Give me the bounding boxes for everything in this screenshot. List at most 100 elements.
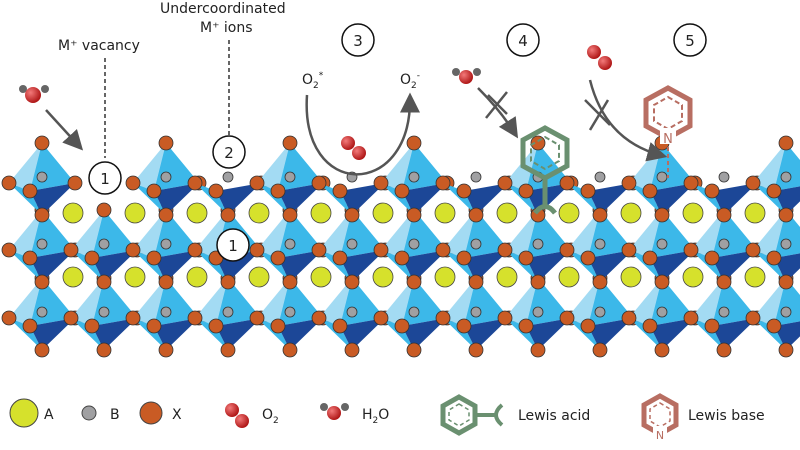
octahedron-face xyxy=(505,250,538,282)
x-site-atom xyxy=(282,274,298,290)
x-site-atom xyxy=(394,183,410,199)
x-site-atom xyxy=(34,207,50,223)
marker-1a: 1 xyxy=(88,161,122,195)
svg-text:3: 3 xyxy=(353,32,363,50)
x-site-atom xyxy=(220,342,236,358)
x-site-atom xyxy=(716,274,732,290)
x-site-atom xyxy=(282,135,298,151)
x-site-atom xyxy=(22,250,38,266)
b-site-atom xyxy=(98,306,110,318)
x-site-atom xyxy=(394,250,410,266)
octahedron-face xyxy=(30,183,75,215)
b-site-atom xyxy=(470,171,482,183)
x-site-atom xyxy=(592,274,608,290)
x-site-atom xyxy=(146,250,162,266)
octahedron-face xyxy=(774,210,800,258)
x-site-atom xyxy=(435,310,451,326)
x-site-atom xyxy=(654,207,670,223)
b-site-atom xyxy=(780,171,792,183)
a-site-atom xyxy=(372,202,394,224)
o2-star-label: O2* xyxy=(302,71,324,91)
x-site-atom xyxy=(22,183,38,199)
octahedron-face xyxy=(30,318,75,350)
svg-text:1: 1 xyxy=(228,237,238,255)
x-site-atom xyxy=(778,207,794,223)
x-site-atom xyxy=(683,175,699,191)
octahedron-face xyxy=(133,250,166,282)
octahedron-face xyxy=(567,318,600,350)
octahedron-face xyxy=(9,318,42,350)
octahedron-face xyxy=(195,250,228,282)
octahedron-face xyxy=(319,250,352,282)
b-site-atom xyxy=(532,306,544,318)
x-site-atom xyxy=(456,318,472,334)
legend-a-label: A xyxy=(44,407,54,423)
octahedron-face xyxy=(71,278,104,326)
octahedron-face xyxy=(567,183,600,215)
a-site-atom xyxy=(186,202,208,224)
x-site-atom xyxy=(84,318,100,334)
octahedron-face xyxy=(340,183,385,215)
octahedron-face xyxy=(774,143,800,191)
legend-h2o-icon xyxy=(320,403,349,420)
x-site-atom xyxy=(96,202,112,218)
x-site-atom xyxy=(187,310,203,326)
x-site-atom xyxy=(580,250,596,266)
octahedron-face xyxy=(629,183,662,215)
octahedron-face xyxy=(257,278,290,326)
x-site-atom xyxy=(621,242,637,258)
x-site-atom xyxy=(373,310,389,326)
octahedron-face xyxy=(753,278,786,326)
x-site-atom xyxy=(34,274,50,290)
legend-lewis-acid-label: Lewis acid xyxy=(518,408,590,424)
x-site-atom xyxy=(67,175,83,191)
x-site-atom xyxy=(125,242,141,258)
x-site-atom xyxy=(158,207,174,223)
b-site-atom xyxy=(160,171,172,183)
x-site-atom xyxy=(125,175,141,191)
octahedron-face xyxy=(30,250,75,282)
x-site-atom xyxy=(270,183,286,199)
b-site-atom xyxy=(408,238,420,250)
b-site-atom xyxy=(780,306,792,318)
x-site-atom xyxy=(96,342,112,358)
x-site-atom xyxy=(778,135,794,151)
b-site-atom xyxy=(222,306,234,318)
x-site-atom xyxy=(456,250,472,266)
octahedron-face xyxy=(691,183,724,215)
x-site-atom xyxy=(332,318,348,334)
block-cross-icon xyxy=(485,91,508,119)
octahedron-face xyxy=(9,183,42,215)
octahedron-face xyxy=(9,210,42,258)
x-site-atom xyxy=(716,342,732,358)
x-site-atom xyxy=(518,250,534,266)
b-site-atom xyxy=(656,306,668,318)
x-site-atom xyxy=(406,207,422,223)
octahedron-face xyxy=(133,278,166,326)
o2-minus-label: O2- xyxy=(400,71,420,91)
b-site-atom xyxy=(36,238,48,250)
svg-text:4: 4 xyxy=(518,32,528,50)
svg-text:5: 5 xyxy=(685,32,695,50)
octahedron-face xyxy=(629,250,662,282)
a-site-atom xyxy=(434,202,456,224)
octahedron-face xyxy=(9,143,42,191)
x-site-atom xyxy=(530,274,546,290)
b-site-atom xyxy=(160,238,172,250)
octahedron-face xyxy=(9,250,42,282)
x-site-atom xyxy=(745,175,761,191)
octahedron-face xyxy=(381,278,414,326)
b-site-atom xyxy=(718,171,730,183)
x-site-atom xyxy=(683,310,699,326)
octahedron-face xyxy=(650,318,695,350)
x-site-atom xyxy=(530,342,546,358)
octahedron-face xyxy=(567,250,600,282)
a-site-atom xyxy=(496,202,518,224)
x-site-atom xyxy=(766,183,782,199)
x-site-atom xyxy=(373,242,389,258)
octahedron-face xyxy=(464,318,509,350)
x-site-atom xyxy=(518,318,534,334)
x-site-atom xyxy=(344,207,360,223)
octahedron-face xyxy=(133,210,166,258)
h2o-molecule-4 xyxy=(452,68,481,84)
